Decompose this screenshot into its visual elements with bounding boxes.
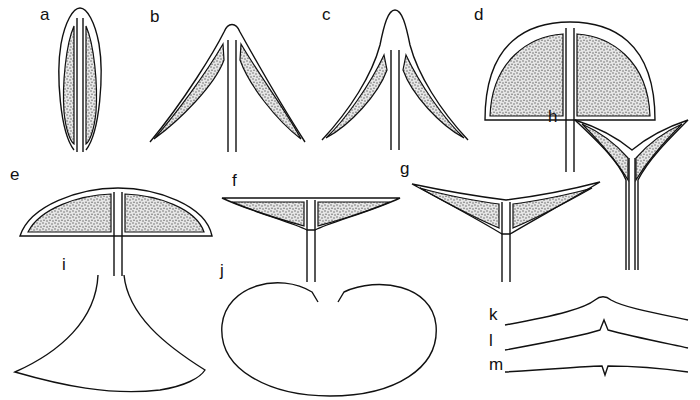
- shape-c: [322, 10, 468, 150]
- figure-letter: b: [150, 8, 159, 26]
- shape-b: [150, 25, 305, 153]
- figure-letter: h: [548, 108, 557, 126]
- figure-letter: d: [474, 6, 483, 24]
- profile-k: [505, 297, 688, 325]
- shape-e: [20, 188, 212, 276]
- profile-m: [505, 366, 688, 375]
- figure-letter: a: [40, 6, 49, 24]
- figure-letter: l: [489, 332, 493, 350]
- figure-letter: k: [489, 306, 498, 324]
- figure-letter: m: [489, 356, 503, 374]
- figure-letter: e: [10, 166, 19, 184]
- shape-a: [59, 8, 101, 152]
- profile-l: [505, 320, 688, 350]
- figure-letter: f: [232, 172, 237, 190]
- shape-j: [222, 283, 436, 396]
- figure-letter: i: [62, 256, 66, 274]
- shape-i: [15, 275, 205, 392]
- shape-g: [412, 182, 600, 282]
- shape-f: [222, 198, 400, 282]
- figure-letter: j: [220, 262, 224, 280]
- figure-letter: c: [322, 6, 331, 24]
- shape-h: [575, 120, 688, 270]
- figure-letter: g: [400, 160, 409, 178]
- shape-d: [485, 22, 655, 172]
